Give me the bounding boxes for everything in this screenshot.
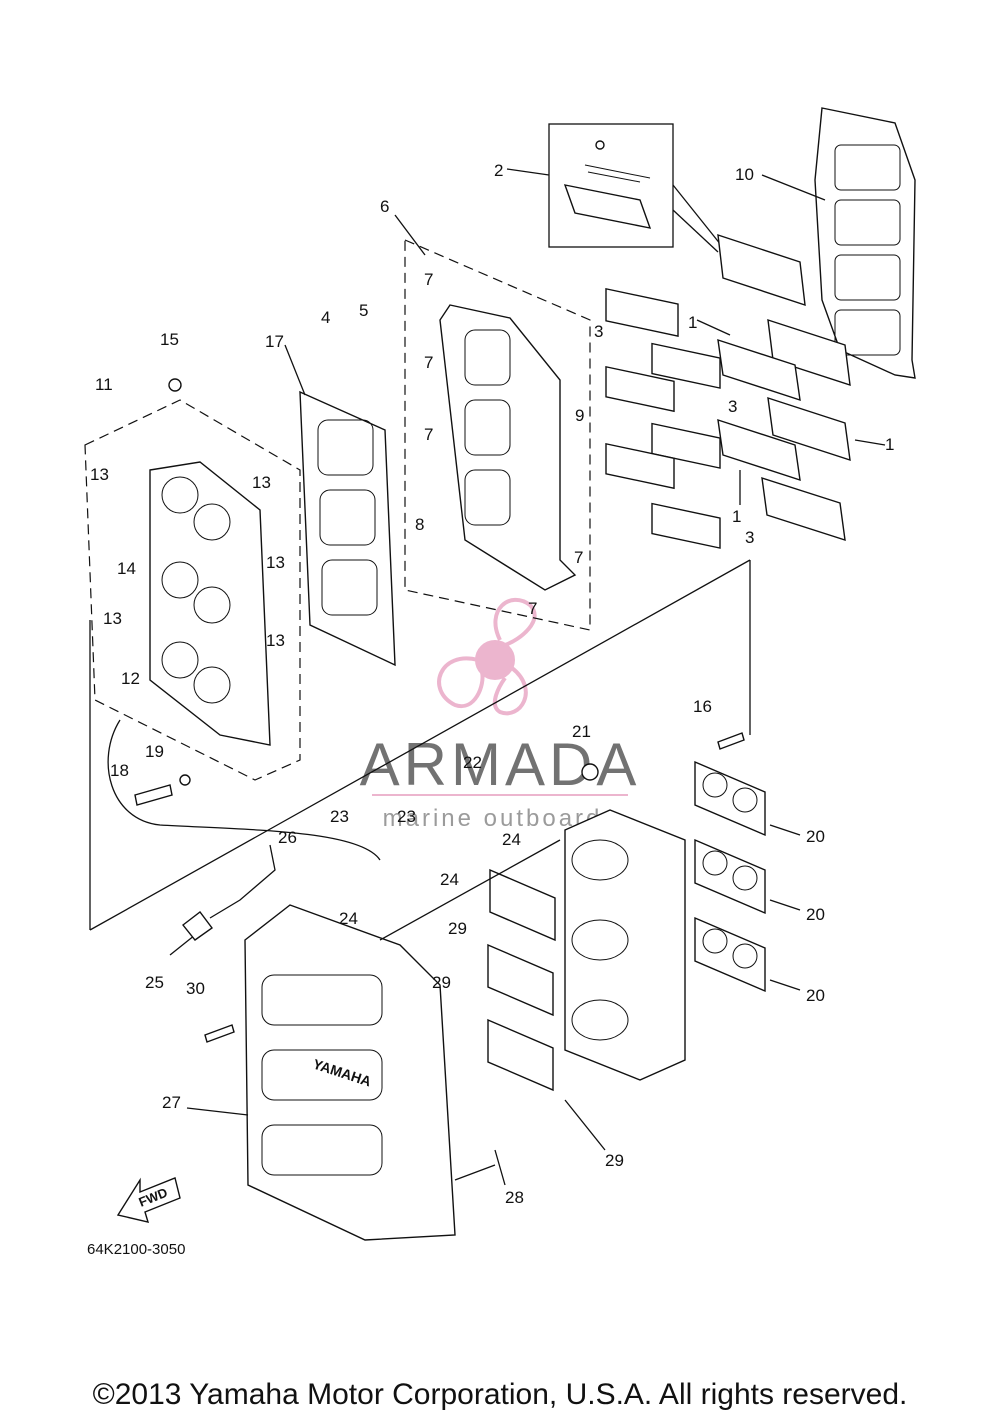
callout-2: 2 xyxy=(494,161,503,180)
callout-29: 29 xyxy=(432,973,451,992)
part-1-reed-valves xyxy=(717,233,851,542)
callout-20: 20 xyxy=(806,827,825,846)
callout-3: 3 xyxy=(728,397,737,416)
callout-29: 29 xyxy=(448,919,467,938)
callout-10: 10 xyxy=(735,165,754,184)
callout-15: 15 xyxy=(160,330,179,349)
part-27-silencer-cover: YAMAHA xyxy=(244,904,456,1241)
forward-arrow-icon: FWD xyxy=(116,1177,181,1223)
callout-9: 9 xyxy=(575,406,584,425)
callout-20: 20 xyxy=(806,905,825,924)
propeller-logo-icon xyxy=(437,598,537,716)
callout-27: 27 xyxy=(162,1093,181,1112)
callout-13: 13 xyxy=(252,473,271,492)
callout-24: 24 xyxy=(502,830,521,849)
part-29-gaskets xyxy=(487,868,556,1092)
callout-13: 13 xyxy=(266,553,285,572)
callout-24: 24 xyxy=(440,870,459,889)
callout-5: 5 xyxy=(359,301,368,320)
part-17-gasket xyxy=(299,390,396,667)
part-10-gasket xyxy=(814,107,916,379)
callout-13: 13 xyxy=(90,465,109,484)
callout-12: 12 xyxy=(121,669,140,688)
callout-4: 4 xyxy=(321,308,330,327)
reed-valve-detail-inset xyxy=(548,123,726,253)
callout-7: 7 xyxy=(424,425,433,444)
part-6-intake-manifold xyxy=(404,239,591,631)
armada-watermark: ARMADA marine outboards xyxy=(360,598,641,832)
callout-1: 1 xyxy=(885,435,894,454)
callout-1: 1 xyxy=(732,507,741,526)
callout-25: 25 xyxy=(145,973,164,992)
part-20-gaskets xyxy=(694,760,766,993)
callout-7: 7 xyxy=(424,353,433,372)
callout-30: 30 xyxy=(186,979,205,998)
callout-18: 18 xyxy=(110,761,129,780)
callout-6: 6 xyxy=(380,197,389,216)
callout-28: 28 xyxy=(505,1188,524,1207)
callout-26: 26 xyxy=(278,828,297,847)
callout-3: 3 xyxy=(594,322,603,341)
callout-22: 22 xyxy=(463,753,482,772)
callout-16: 16 xyxy=(693,697,712,716)
callout-13: 13 xyxy=(266,631,285,650)
callout-29: 29 xyxy=(605,1151,624,1170)
callout-21: 21 xyxy=(572,722,591,741)
callout-8: 8 xyxy=(415,515,424,534)
callout-7: 7 xyxy=(574,548,583,567)
callout-numbers: 1 1 1 2 3 3 3 4 5 6 7 7 7 7 7 8 9 10 11 … xyxy=(90,161,894,1207)
callout-13: 13 xyxy=(103,609,122,628)
copyright-notice: ©2013 Yamaha Motor Corporation, U.S.A. A… xyxy=(92,1378,908,1411)
callout-3: 3 xyxy=(745,528,754,547)
part-25-sensor xyxy=(182,844,276,941)
callout-7: 7 xyxy=(528,599,537,618)
leader-lines xyxy=(89,168,886,1186)
small-fasteners xyxy=(134,378,745,1043)
part-3-reed-gaskets xyxy=(605,287,721,549)
watermark-name: ARMADA xyxy=(360,731,641,798)
callout-17: 17 xyxy=(265,332,284,351)
callout-23: 23 xyxy=(397,807,416,826)
callout-23: 23 xyxy=(330,807,349,826)
callout-14: 14 xyxy=(117,559,136,578)
part-11-plate-assembly xyxy=(84,399,301,781)
callout-20: 20 xyxy=(806,986,825,1005)
drawing-number: 64K2100-3050 xyxy=(87,1241,186,1258)
callout-1: 1 xyxy=(688,313,697,332)
callout-24: 24 xyxy=(339,909,358,928)
throttle-bodies xyxy=(564,809,686,1081)
callout-11: 11 xyxy=(95,375,113,394)
callout-7: 7 xyxy=(424,270,433,289)
callout-19: 19 xyxy=(145,742,164,761)
